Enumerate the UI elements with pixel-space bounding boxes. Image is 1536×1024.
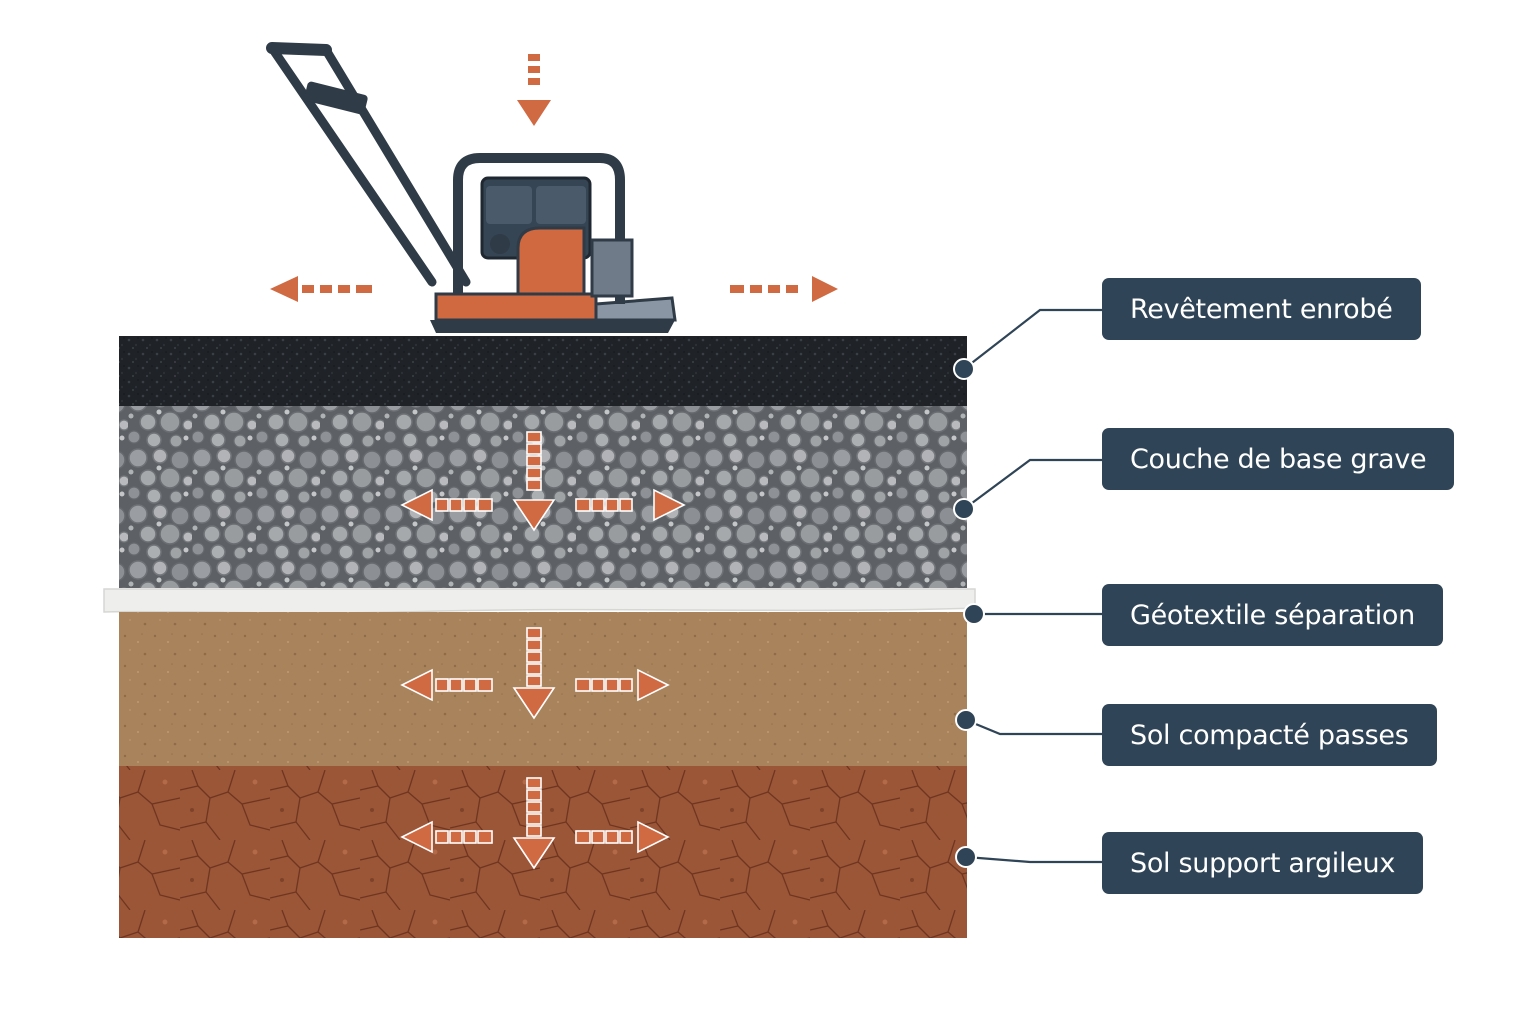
arrow-down-icon: [517, 54, 551, 126]
gravel-base-layer: [119, 406, 967, 588]
label-clay-subgrade: Sol support argileux: [1102, 832, 1424, 894]
label-compacted-soil: Sol compacté passes: [1102, 704, 1437, 766]
clay-force-arrows: [400, 777, 670, 870]
label-compacted-soil-text: Sol compacté passes: [1130, 719, 1409, 751]
leader-lines: [963, 308, 1104, 864]
label-gravel-base: Couche de base grave: [1102, 428, 1455, 490]
asphalt-layer: [119, 336, 967, 406]
arrow-right-icon: [730, 276, 838, 302]
geotextile-layer: [103, 588, 976, 614]
arrow-left-icon: [270, 276, 372, 302]
label-gravel-base-text: Couche de base grave: [1130, 443, 1427, 475]
gravel-force-arrows: [400, 431, 686, 532]
label-asphalt-surface-text: Revêtement enrobé: [1130, 293, 1393, 325]
label-geotextile: Géotextile séparation: [1102, 584, 1443, 646]
plate-compactor-icon: [266, 42, 677, 333]
compacted-force-arrows: [400, 627, 670, 720]
label-asphalt-surface: Revêtement enrobé: [1102, 278, 1421, 340]
label-clay-subgrade-text: Sol support argileux: [1130, 847, 1396, 879]
label-geotextile-text: Géotextile séparation: [1130, 599, 1415, 631]
leader-dots: [953, 358, 985, 868]
